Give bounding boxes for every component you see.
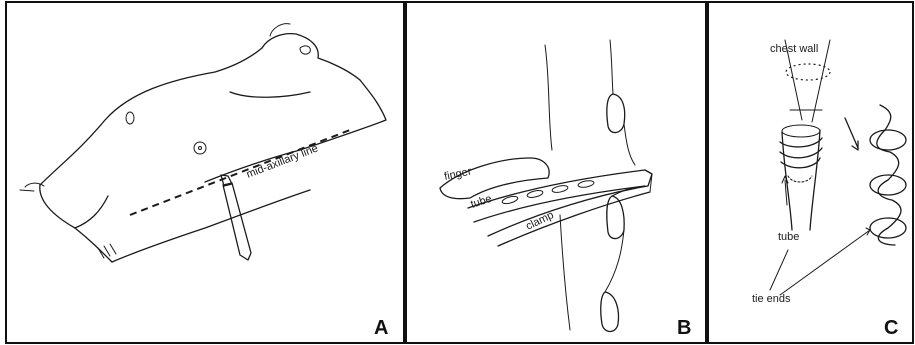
nipple-dot — [199, 147, 202, 150]
tube-c-label: tube — [778, 231, 799, 243]
panel-c-letter: C — [884, 317, 898, 339]
lower-torso-outline — [40, 185, 112, 262]
suture-wraps — [780, 138, 822, 168]
tube-c-dotted-end — [788, 176, 812, 182]
mid-axillary-line-label: mid-axillary line — [245, 142, 320, 180]
clamp-lower — [498, 192, 650, 246]
face-features — [270, 24, 310, 54]
panel-a-frame — [6, 2, 404, 343]
flank-outline — [112, 190, 310, 262]
clavicle-mark — [126, 112, 134, 124]
panel-b: finger tube clamp B — [440, 40, 691, 339]
rib-upper — [607, 94, 625, 133]
panel-a: mid-axillary line A — [20, 24, 388, 339]
finger-label: finger — [443, 165, 473, 183]
arrow-right-shaft — [845, 118, 858, 148]
coil-loop-1 — [870, 130, 906, 150]
mid-axillary-dashed-line — [130, 130, 350, 215]
rib-lower — [601, 292, 619, 332]
axilla-fold — [75, 196, 108, 228]
chest-wall-inner — [545, 45, 570, 330]
tube-hole-3 — [552, 184, 569, 193]
panel-a-letter: A — [374, 317, 388, 339]
panel-b-letter: B — [677, 317, 691, 339]
tie-ends-label: tie ends — [752, 293, 791, 305]
tube-c-opening — [782, 125, 820, 137]
coil-loop-2 — [870, 175, 906, 195]
tube-c-outline — [782, 130, 820, 230]
clamp-tip — [645, 170, 652, 192]
tube-outline — [468, 170, 645, 222]
shoulder-line — [230, 92, 310, 97]
tube-hole-4 — [578, 180, 595, 189]
torso-upper-outline — [40, 48, 262, 185]
head-outline — [262, 34, 360, 80]
panel-c: chest wall tube tie ends C — [752, 40, 906, 339]
scalpel-icon — [221, 175, 251, 260]
chest-wall-label: chest wall — [770, 43, 818, 55]
tube-label: tube — [469, 193, 493, 211]
chest-wall-outer — [605, 40, 635, 292]
nipple-mark — [194, 142, 206, 154]
clamp-upper — [488, 170, 652, 236]
